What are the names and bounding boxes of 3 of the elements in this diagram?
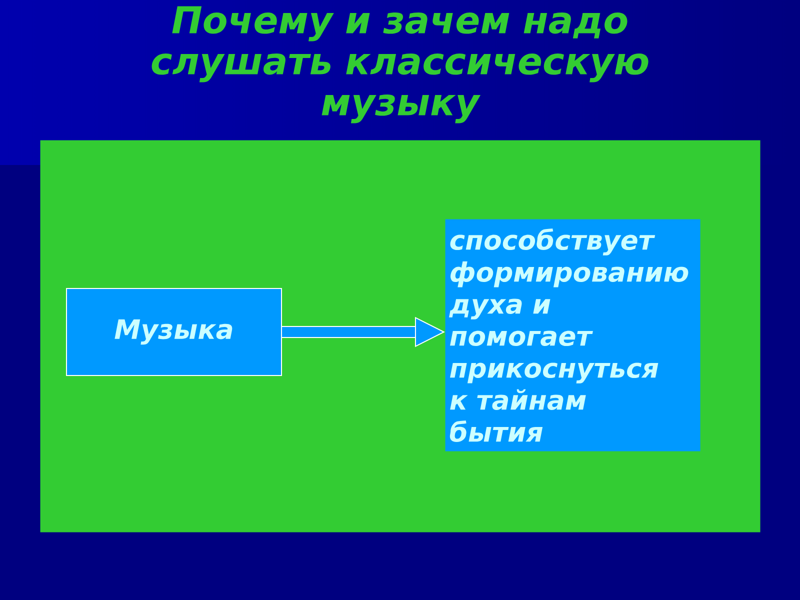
topic-box: Музыка (66, 288, 282, 376)
description-box: способствует формированию духа и помогает прикоснуться к тайнам бытия (445, 219, 700, 452)
title: Почему и зачем надо слушать классическую музыку (152, 6, 648, 124)
